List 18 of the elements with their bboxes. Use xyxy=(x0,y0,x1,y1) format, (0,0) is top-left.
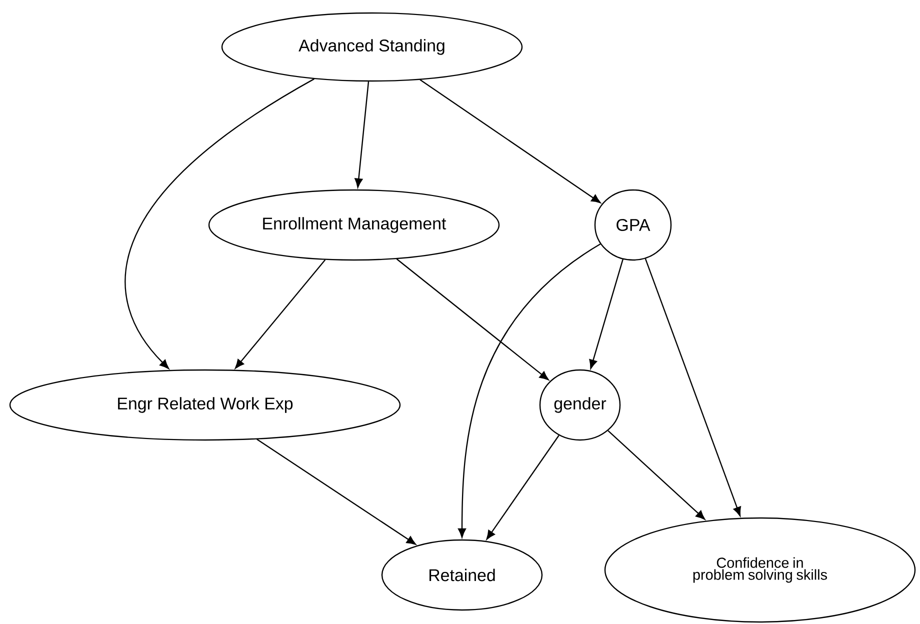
arrow xyxy=(354,82,370,188)
arrow xyxy=(589,259,624,369)
ellipse-node: GPA xyxy=(594,189,672,261)
ellipse-node: Confidence in problem solving skills xyxy=(604,517,916,623)
arrow xyxy=(235,260,326,369)
ellipse-node: Engr Related Work Exp xyxy=(9,369,401,441)
arrow xyxy=(644,258,741,516)
arrow xyxy=(458,244,601,538)
ellipse-node: Advanced Standing xyxy=(221,12,523,82)
arrow xyxy=(124,78,314,369)
arrow xyxy=(420,79,601,204)
ellipse-node: Retained xyxy=(381,539,543,611)
arrow xyxy=(256,438,416,545)
ellipse-node: gender xyxy=(539,369,621,441)
arrow xyxy=(608,430,706,520)
ellipse-node: Enrollment Management xyxy=(208,189,500,261)
arrow xyxy=(486,435,560,540)
arrow xyxy=(396,258,549,380)
